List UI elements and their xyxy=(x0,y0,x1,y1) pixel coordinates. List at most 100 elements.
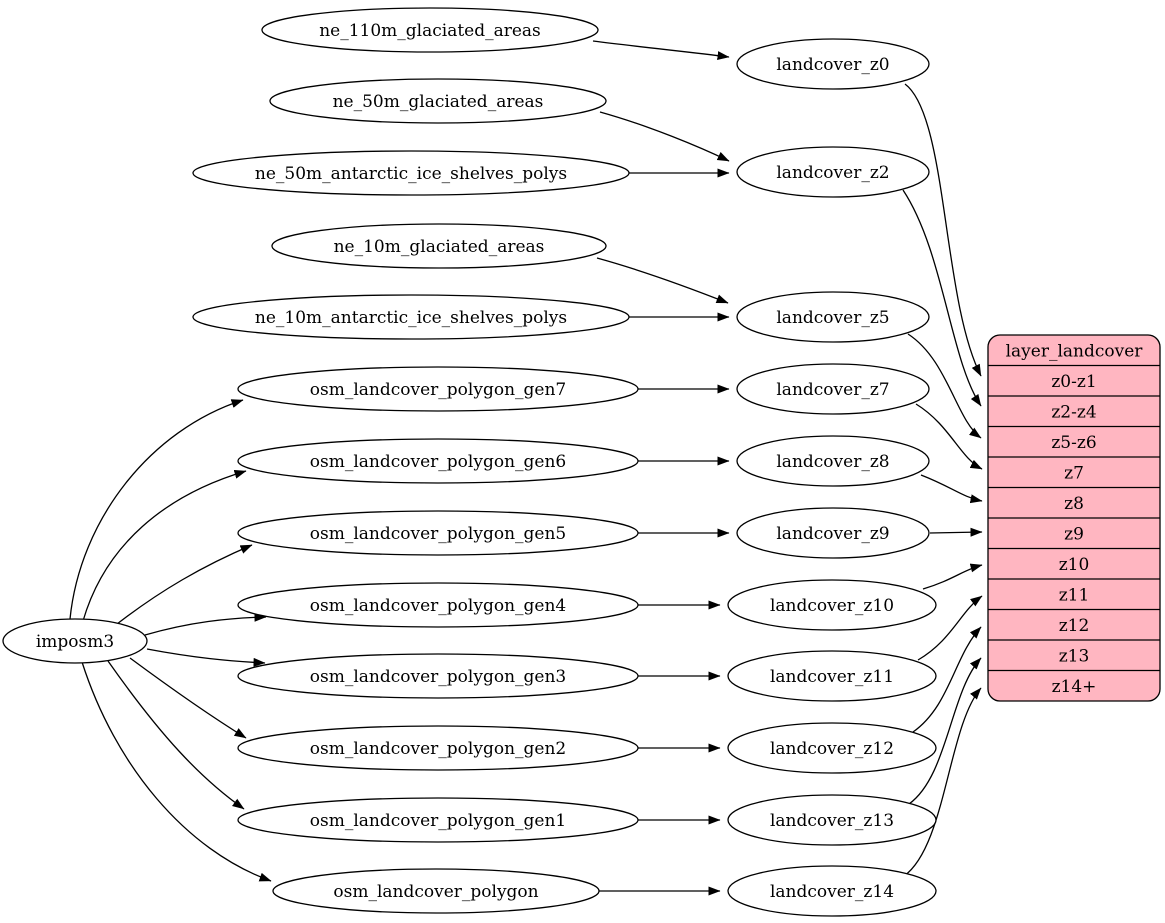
edge-imposm3-to-osm_landcover_polygon_gen7 xyxy=(69,399,244,620)
edge-imposm3-to-osm_landcover_polygon_gen5 xyxy=(111,544,253,629)
node-ne_50m_antarctic_ice_shelves_polys: ne_50m_antarctic_ice_shelves_polys xyxy=(192,150,630,196)
edge-imposm3-to-osm_landcover_polygon xyxy=(81,661,272,882)
node-ellipse-osm_landcover_polygon_gen7 xyxy=(237,366,639,412)
record-row-z2-z4: z2-z4 xyxy=(1051,402,1096,422)
node-landcover_z9: landcover_z9 xyxy=(736,507,930,559)
node-landcover_z14: landcover_z14 xyxy=(727,865,937,917)
node-landcover_z7: landcover_z7 xyxy=(736,363,930,415)
node-label-landcover_z14: landcover_z14 xyxy=(770,882,894,902)
edge-landcover_z10-to-layer_landcover.z10 xyxy=(922,563,983,590)
node-ellipse-landcover_z9 xyxy=(736,507,930,559)
edge-ne_110m_glaciated_areas-to-landcover_z0 xyxy=(592,40,730,61)
node-ellipse-ne_10m_glaciated_areas xyxy=(271,223,607,269)
edge-landcover_z7-to-layer_landcover.z7 xyxy=(915,403,983,470)
node-ellipse-landcover_z8 xyxy=(736,435,930,487)
node-ellipse-landcover_z11 xyxy=(727,650,937,702)
node-osm_landcover_polygon_gen6: osm_landcover_polygon_gen6 xyxy=(237,438,639,484)
node-label-landcover_z9: landcover_z9 xyxy=(776,524,889,544)
node-osm_landcover_polygon_gen3: osm_landcover_polygon_gen3 xyxy=(237,653,639,699)
edge-imposm3-to-osm_landcover_polygon_gen2 xyxy=(129,657,247,739)
node-ellipse-landcover_z2 xyxy=(736,146,930,198)
node-label-landcover_z12: landcover_z12 xyxy=(770,739,894,759)
node-osm_landcover_polygon_gen1: osm_landcover_polygon_gen1 xyxy=(237,797,639,843)
node-label-osm_landcover_polygon_gen6: osm_landcover_polygon_gen6 xyxy=(310,452,566,472)
node-landcover_z10: landcover_z10 xyxy=(727,579,937,631)
edge-landcover_z14-to-layer_landcover.z14+ xyxy=(903,687,982,877)
node-landcover_z12: landcover_z12 xyxy=(727,722,937,774)
edge-landcover_z11-to-layer_landcover.z11 xyxy=(917,595,983,661)
record-row-z5-z6: z5-z6 xyxy=(1051,433,1096,453)
node-label-ne_50m_glaciated_areas: ne_50m_glaciated_areas xyxy=(333,92,544,112)
record-row-z11: z11 xyxy=(1059,585,1090,605)
edge-ne_50m_glaciated_areas-to-landcover_z2 xyxy=(599,111,730,162)
node-label-landcover_z8: landcover_z8 xyxy=(776,452,889,472)
node-ellipse-ne_110m_glaciated_areas xyxy=(261,7,599,53)
node-label-landcover_z11: landcover_z11 xyxy=(770,667,894,687)
node-ellipse-osm_landcover_polygon_gen3 xyxy=(237,653,639,699)
edge-landcover_z9-to-layer_landcover.z9 xyxy=(929,527,983,537)
node-ne_10m_glaciated_areas: ne_10m_glaciated_areas xyxy=(271,223,607,269)
edge-imposm3-to-osm_landcover_polygon_gen6 xyxy=(82,469,247,622)
node-ellipse-osm_landcover_polygon_gen4 xyxy=(237,582,639,628)
node-ellipse-landcover_z7 xyxy=(736,363,930,415)
record-title: layer_landcover xyxy=(1006,341,1144,361)
node-ne_10m_antarctic_ice_shelves_polys: ne_10m_antarctic_ice_shelves_polys xyxy=(192,294,630,340)
record-row-z0-z1: z0-z1 xyxy=(1051,372,1096,392)
node-landcover_z8: landcover_z8 xyxy=(736,435,930,487)
node-label-imposm3: imposm3 xyxy=(36,632,114,652)
node-label-landcover_z13: landcover_z13 xyxy=(770,811,894,831)
node-label-osm_landcover_polygon_gen7: osm_landcover_polygon_gen7 xyxy=(310,380,566,400)
node-label-osm_landcover_polygon: osm_landcover_polygon xyxy=(333,882,538,902)
node-osm_landcover_polygon_gen4: osm_landcover_polygon_gen4 xyxy=(237,582,639,628)
record-row-z14+: z14+ xyxy=(1052,677,1097,697)
node-label-ne_50m_antarctic_ice_shelves_polys: ne_50m_antarctic_ice_shelves_polys xyxy=(255,164,567,184)
node-label-ne_110m_glaciated_areas: ne_110m_glaciated_areas xyxy=(319,21,541,41)
node-ellipse-osm_landcover_polygon xyxy=(272,868,600,914)
edge-imposm3-to-osm_landcover_polygon_gen3 xyxy=(146,648,266,667)
record-row-z9: z9 xyxy=(1064,524,1084,544)
node-label-osm_landcover_polygon_gen5: osm_landcover_polygon_gen5 xyxy=(310,524,566,544)
node-label-landcover_z10: landcover_z10 xyxy=(770,596,894,616)
node-ellipse-osm_landcover_polygon_gen5 xyxy=(237,510,639,556)
edge-landcover_z0-to-layer_landcover.z0-z1 xyxy=(904,83,982,377)
node-landcover_z0: landcover_z0 xyxy=(736,38,930,90)
node-ellipse-osm_landcover_polygon_gen6 xyxy=(237,438,639,484)
node-ellipse-ne_50m_glaciated_areas xyxy=(269,78,607,124)
node-label-ne_10m_antarctic_ice_shelves_polys: ne_10m_antarctic_ice_shelves_polys xyxy=(255,308,567,328)
node-label-landcover_z2: landcover_z2 xyxy=(776,163,889,183)
node-label-landcover_z0: landcover_z0 xyxy=(776,55,889,75)
node-osm_landcover_polygon_gen7: osm_landcover_polygon_gen7 xyxy=(237,366,639,412)
node-ellipse-landcover_z5 xyxy=(736,291,930,343)
edge-landcover_z5-to-layer_landcover.z5-z6 xyxy=(907,333,982,439)
node-ellipse-osm_landcover_polygon_gen2 xyxy=(237,725,639,771)
record-row-z13: z13 xyxy=(1059,646,1090,666)
node-ellipse-landcover_z10 xyxy=(727,579,937,631)
node-landcover_z13: landcover_z13 xyxy=(727,794,937,846)
node-ellipse-landcover_z12 xyxy=(727,722,937,774)
edge-landcover_z13-to-layer_landcover.z13 xyxy=(908,657,982,805)
record-row-z12: z12 xyxy=(1059,616,1090,636)
node-osm_landcover_polygon_gen2: osm_landcover_polygon_gen2 xyxy=(237,725,639,771)
record-node-layer_landcover: layer_landcoverz0-z1z2-z4z5-z6z7z8z9z10z… xyxy=(987,334,1161,702)
node-ne_110m_glaciated_areas: ne_110m_glaciated_areas xyxy=(261,7,599,53)
node-landcover_z5: landcover_z5 xyxy=(736,291,930,343)
edge-landcover_z2-to-layer_landcover.z2-z4 xyxy=(902,189,982,407)
node-osm_landcover_polygon: osm_landcover_polygon xyxy=(272,868,600,914)
edge-landcover_z8-to-layer_landcover.z8 xyxy=(920,474,983,504)
node-ne_50m_glaciated_areas: ne_50m_glaciated_areas xyxy=(269,78,607,124)
node-label-osm_landcover_polygon_gen2: osm_landcover_polygon_gen2 xyxy=(310,739,566,759)
record-row-z8: z8 xyxy=(1064,494,1084,514)
node-label-ne_10m_glaciated_areas: ne_10m_glaciated_areas xyxy=(334,237,545,257)
node-label-landcover_z7: landcover_z7 xyxy=(776,380,889,400)
node-ellipse-osm_landcover_polygon_gen1 xyxy=(237,797,639,843)
node-ellipse-landcover_z13 xyxy=(727,794,937,846)
record-row-z10: z10 xyxy=(1059,555,1090,575)
node-label-osm_landcover_polygon_gen3: osm_landcover_polygon_gen3 xyxy=(310,667,566,687)
node-ellipse-landcover_z14 xyxy=(727,865,937,917)
node-ellipse-imposm3 xyxy=(2,618,148,664)
node-landcover_z11: landcover_z11 xyxy=(727,650,937,702)
node-imposm3: imposm3 xyxy=(2,618,148,664)
node-landcover_z2: landcover_z2 xyxy=(736,146,930,198)
